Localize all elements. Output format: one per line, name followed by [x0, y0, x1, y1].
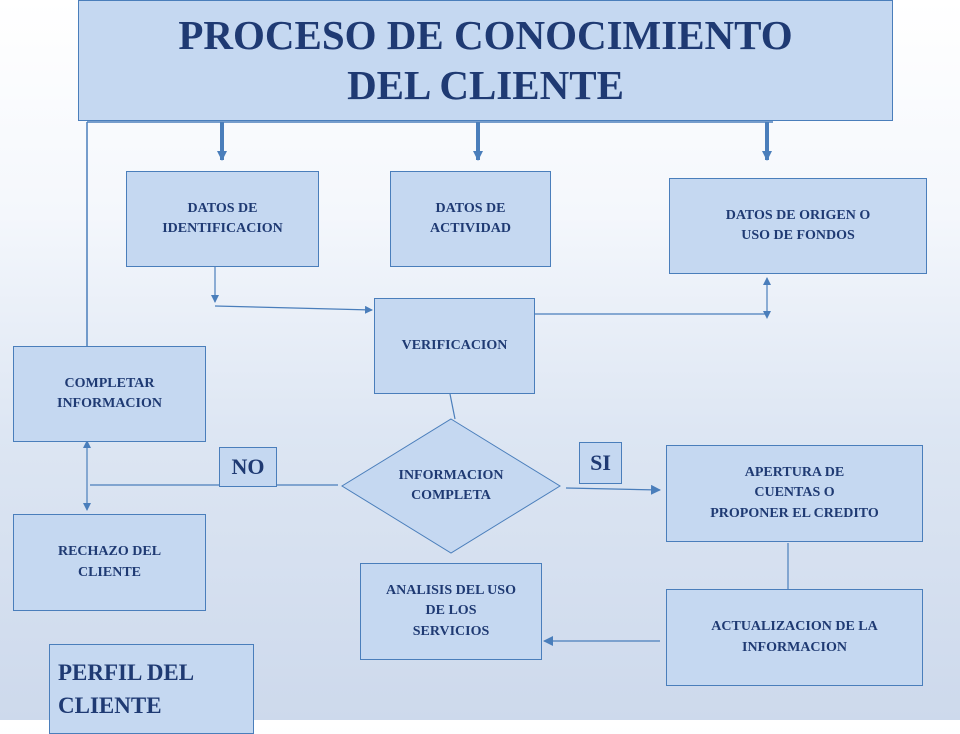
node-datos-origen: DATOS DE ORIGEN O USO DE FONDOS [669, 178, 927, 274]
label-si: SI [579, 442, 622, 484]
node-datos-actividad: DATOS DE ACTIVIDAD [390, 171, 551, 267]
node-analisis-uso: ANALISIS DEL USO DE LOS SERVICIOS [360, 563, 542, 660]
node-informacion-completa: INFORMACION COMPLETA [398, 467, 504, 503]
node-completar-informacion: COMPLETAR INFORMACION [13, 346, 206, 442]
decision-diamond [341, 418, 561, 554]
node-verificacion: VERIFICACION [374, 298, 535, 394]
line-verificacion-to-diamond [449, 393, 456, 420]
node-datos-identificacion: DATOS DE IDENTIFICACION [126, 171, 319, 267]
arrow-to-verificacion [214, 305, 373, 314]
node-actualizacion-informacion: ACTUALIZACION DE LA INFORMACION [666, 589, 923, 686]
node-perfil-cliente: PERFIL DEL CLIENTE [49, 644, 254, 734]
page-title: PROCESO DE CONOCIMIENTO DEL CLIENTE [78, 0, 893, 121]
arrow-si-branch [565, 484, 661, 495]
node-apertura-cuentas: APERTURA DE CUENTAS O PROPONER EL CREDIT… [666, 445, 923, 542]
label-no: NO [219, 447, 277, 487]
node-rechazo-cliente: RECHAZO DEL CLIENTE [13, 514, 206, 611]
